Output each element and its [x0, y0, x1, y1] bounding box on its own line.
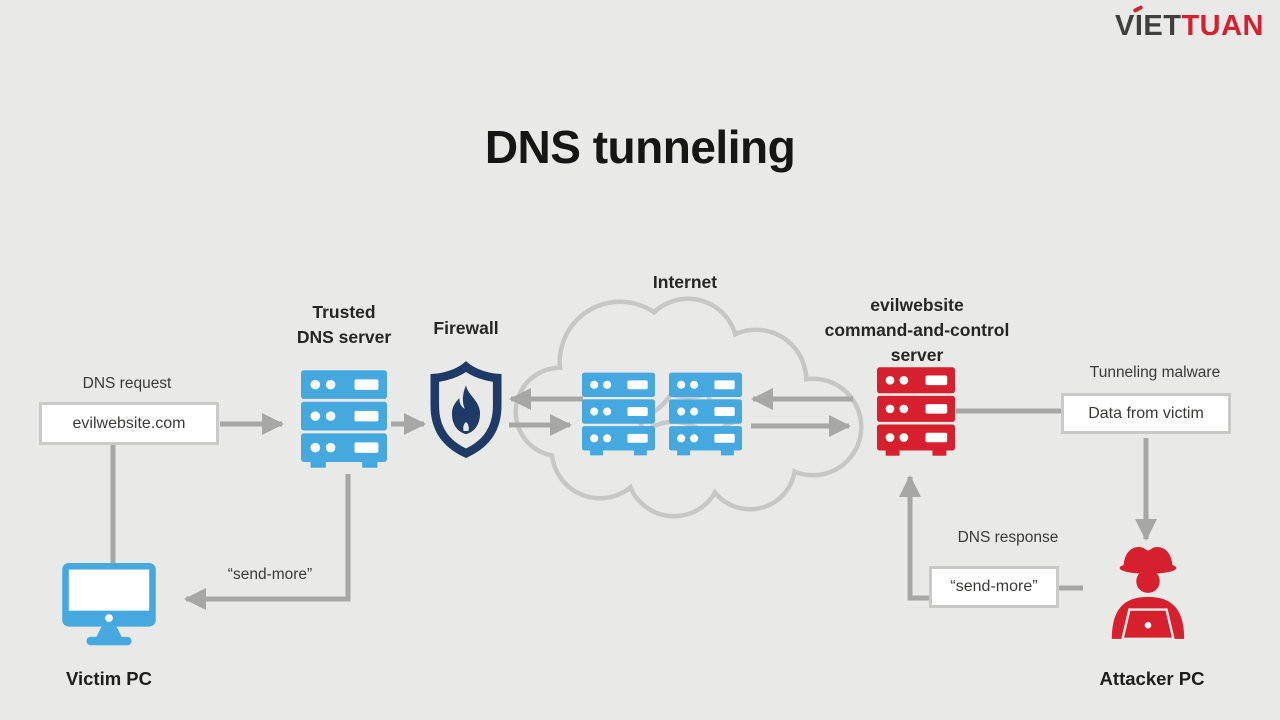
logo-text-dark: V — [1114, 10, 1135, 42]
firewall-icon — [430, 361, 502, 458]
dns-request-value-box: evilwebsite.com — [39, 402, 219, 445]
data-from-victim-box: Data from victim — [1061, 393, 1231, 434]
trusted-dns-server-icon — [301, 370, 387, 468]
connectors — [110, 388, 1157, 610]
arrow-sendmore-to-c2 — [899, 475, 929, 601]
internet-server-1-icon — [582, 372, 655, 456]
dns-response-value-box: “send-more” — [929, 566, 1059, 608]
send-more-left-label: “send-more” — [227, 566, 313, 583]
internet-cloud — [513, 296, 864, 519]
trusted-dns-label: Trusted DNS server — [296, 302, 392, 347]
attacker-icon — [1110, 545, 1186, 639]
attacker-pc-label: Attacker PC — [1099, 668, 1205, 689]
firewall-label: Firewall — [433, 318, 499, 338]
dns-request-label: DNS request — [82, 375, 172, 392]
internet-server-2-icon — [669, 372, 742, 456]
logo-text-red: TUAN — [1181, 10, 1264, 42]
tunneling-malware-label: Tunneling malware — [1089, 364, 1221, 381]
arrow-sendmore-to-victim — [184, 474, 351, 610]
dns-response-label: DNS response — [957, 529, 1059, 546]
internet-label: Internet — [652, 272, 718, 292]
c2-server-label: evilwebsite command-and-control server — [824, 295, 1010, 365]
logo-letter-i: I — [1132, 4, 1144, 43]
c2-server-icon — [877, 367, 955, 456]
victim-pc-icon — [62, 563, 156, 646]
page-title: DNS tunneling — [484, 121, 796, 173]
victim-pc-label: Victim PC — [65, 668, 153, 689]
